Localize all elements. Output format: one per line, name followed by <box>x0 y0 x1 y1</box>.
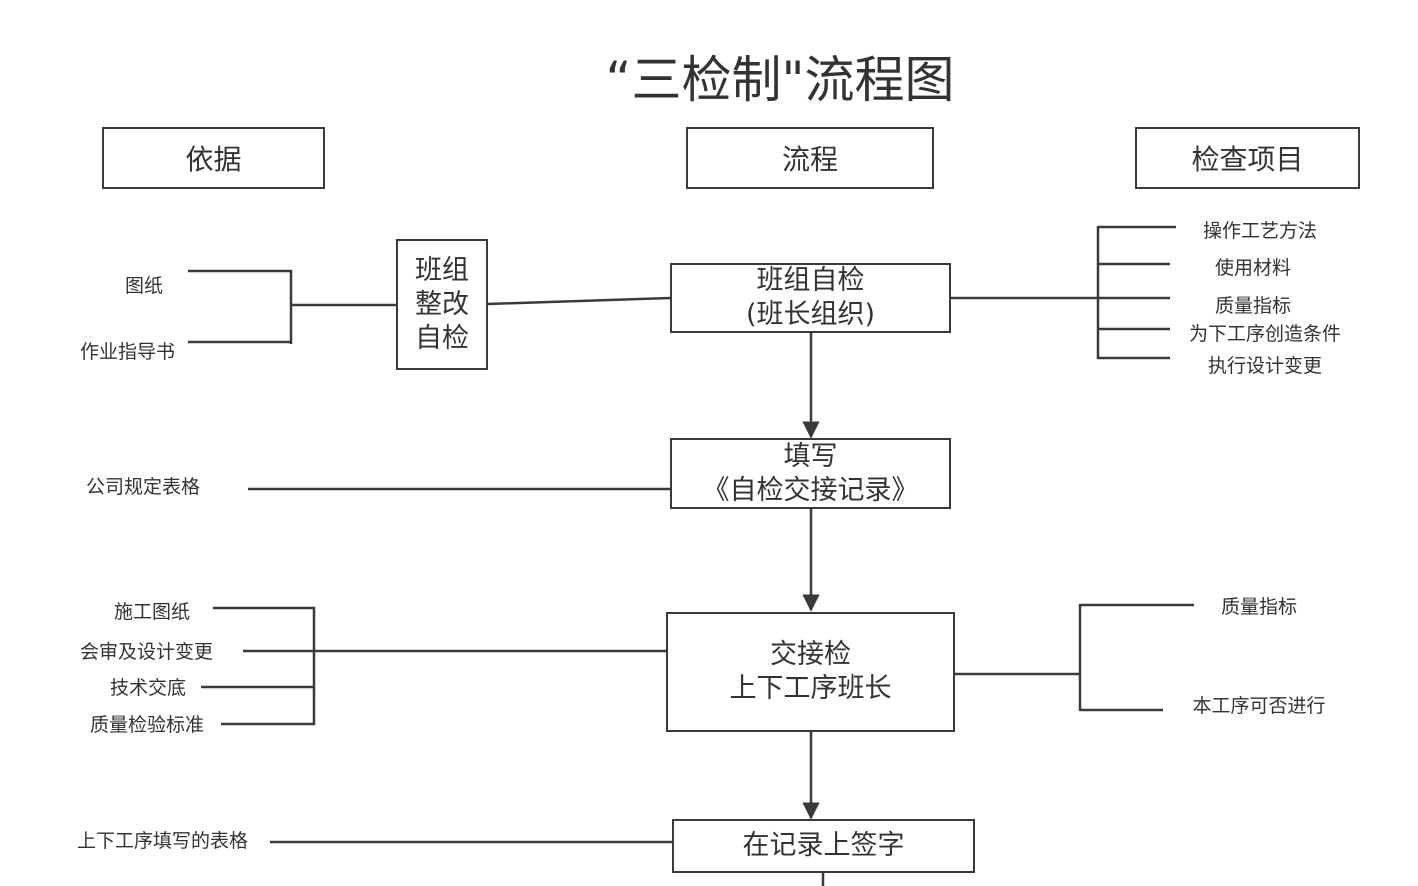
node-team-rectify-selfcheck: 班组 整改 自检 <box>396 239 488 370</box>
node-fill-record: 填写 《自检交接记录》 <box>670 438 951 509</box>
check-item-can-proceed: 本工序可否进行 <box>1192 695 1326 717</box>
basis-construction-drawings: 施工图纸 <box>114 601 191 623</box>
header-check-items: 检查项目 <box>1135 127 1360 189</box>
check-item-next-process: 为下工序创造条件 <box>1188 323 1341 345</box>
check-item-quality-index: 质量指标 <box>1214 295 1291 317</box>
basis-drawings: 图纸 <box>125 275 164 297</box>
header-basis: 依据 <box>102 127 325 189</box>
basis-technical-briefing: 技术交底 <box>110 677 187 699</box>
header-process: 流程 <box>686 127 934 189</box>
check-item-handover-quality: 质量指标 <box>1220 596 1297 618</box>
connector-rectify-to-selfcheck <box>486 296 672 306</box>
node-handover-check: 交接检 上下工序班长 <box>666 612 955 732</box>
node-sign-record: 在记录上签字 <box>672 819 975 873</box>
basis-company-forms: 公司规定表格 <box>86 476 201 498</box>
basis-quality-standard: 质量检验标准 <box>90 714 205 736</box>
check-item-design-change: 执行设计变更 <box>1207 355 1322 377</box>
basis-work-instruction: 作业指导书 <box>80 341 176 363</box>
diagram-title: “三检制"流程图 <box>605 51 955 109</box>
basis-review-design-change: 会审及设计变更 <box>80 641 214 663</box>
basis-process-forms: 上下工序填写的表格 <box>77 830 249 852</box>
check-item-process-method: 操作工艺方法 <box>1202 220 1317 242</box>
node-team-self-check: 班组自检 (班长组织) <box>670 263 951 333</box>
check-item-materials: 使用材料 <box>1214 257 1291 279</box>
